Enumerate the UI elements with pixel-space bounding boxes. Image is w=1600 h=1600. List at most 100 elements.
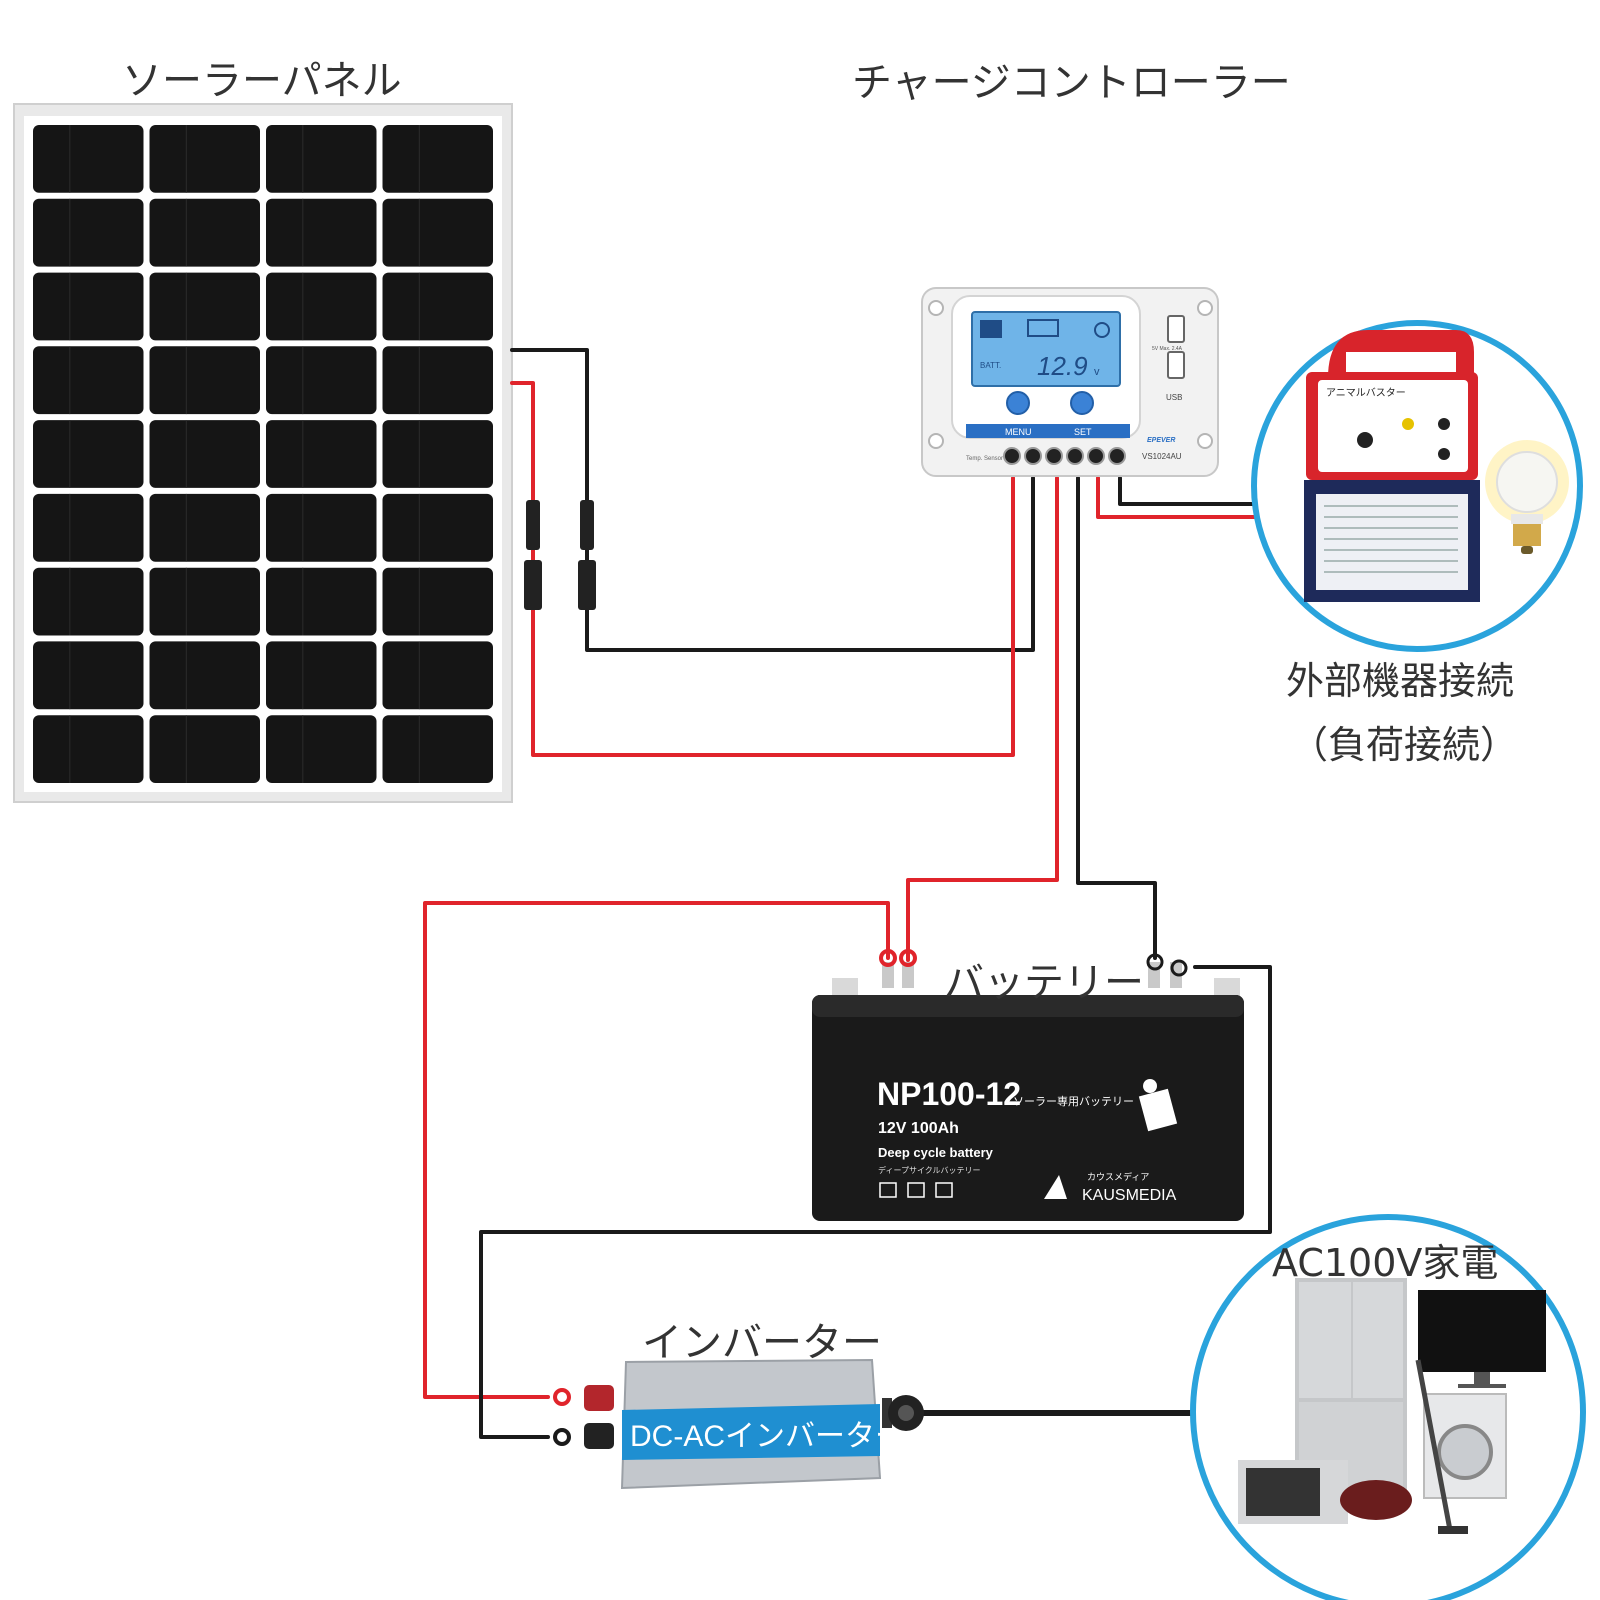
controller-terminal (1003, 447, 1021, 465)
controller-voltage-unit: v (1094, 366, 1100, 378)
solar-cell (266, 420, 377, 488)
load-device-sticker (1324, 505, 1458, 573)
tv-icon (1418, 1290, 1546, 1372)
solar-cell (266, 346, 377, 415)
battery-type-en: Deep cycle battery (878, 1145, 994, 1160)
battery-model-suffix: ソーラー専用バッテリー (1013, 1095, 1134, 1108)
inverter-label: インバーター (642, 1320, 882, 1366)
battery-label: バッテリー (944, 960, 1144, 1006)
solar-cell (33, 346, 144, 415)
solar-cell (266, 493, 377, 562)
controller-lcd (971, 311, 1121, 387)
inverter-negative-terminal (584, 1423, 614, 1449)
solar-cell (149, 272, 260, 341)
controller-brand: EPEVER (1147, 437, 1175, 444)
battery-maker-kana: カウスメディア (1087, 1171, 1149, 1182)
robot-vacuum-icon (1340, 1480, 1412, 1520)
solar-cell (149, 198, 260, 267)
temp-sensor-label: Temp. Sensor (966, 456, 1003, 462)
panel-positive-wire (510, 381, 1015, 757)
solar-cell (149, 641, 260, 710)
solar-cell (266, 641, 377, 710)
solar-cell (266, 567, 377, 636)
solar-cell (33, 567, 144, 636)
controller-terminal (1087, 447, 1105, 465)
solar-cell (382, 420, 493, 488)
external-device-label: 外部機器接続 (1286, 659, 1515, 703)
inverter-positive-terminal (584, 1385, 614, 1411)
load-device-circle: アニマルバスター (1251, 320, 1583, 652)
solar-cell (382, 567, 493, 636)
solar-cell (33, 641, 144, 710)
solar-cell (149, 346, 260, 415)
solar-cell (33, 420, 144, 488)
controller-voltage-readout: 12.9 (1037, 351, 1088, 381)
panel-negative-wire (510, 348, 1035, 652)
charge-controller-label: チャージコントローラー (852, 60, 1291, 106)
solar-cell (33, 493, 144, 562)
controller-terminal (1045, 447, 1063, 465)
solar-cell (266, 272, 377, 341)
usb-port-2 (1167, 351, 1185, 379)
solar-cell (33, 715, 144, 783)
usb-port-1 (1167, 315, 1185, 343)
battery-model: NP100-12 (877, 1076, 1021, 1112)
battery-terminals (879, 949, 1188, 988)
solar-cell (266, 715, 377, 783)
solar-cell (149, 420, 260, 488)
controller-set-button[interactable] (1070, 391, 1094, 415)
battery-positive-wire (906, 476, 1059, 962)
solar-cell (33, 272, 144, 341)
certification-icons (879, 1182, 953, 1198)
controller-terminal (1108, 447, 1126, 465)
solar-cell (149, 567, 260, 636)
ac-outlet-plug-icon (882, 1395, 924, 1431)
inverter-unit: DC-ACインバーター (553, 1358, 924, 1490)
solar-cell (33, 125, 144, 193)
wiring (423, 348, 1272, 1439)
ac-appliances-label: AC100V家電 (1272, 1241, 1499, 1285)
light-bulb-icon (1485, 440, 1569, 554)
usb-spec: 5V Max. 2.4A (1152, 346, 1183, 352)
solar-cell (149, 493, 260, 562)
load-positive-wire (1096, 476, 1264, 519)
solar-cell (382, 125, 493, 193)
controller-set-label: SET (1074, 427, 1092, 437)
solar-panel-label: ソーラーパネル (122, 58, 402, 104)
solar-cell (382, 493, 493, 562)
solar-cell (382, 198, 493, 267)
controller-menu-label: MENU (1005, 427, 1032, 437)
load-device-name: アニマルバスター (1326, 387, 1406, 399)
solar-cell (149, 715, 260, 783)
solar-cell (149, 125, 260, 193)
controller-batt-label: BATT. (980, 361, 1001, 370)
stick-vacuum-icon (1415, 1359, 1453, 1531)
load-negative-wire (1118, 476, 1264, 506)
load-device-handle (1328, 330, 1474, 400)
controller-terminal (1024, 447, 1042, 465)
solar-cell (382, 346, 493, 415)
usb-label: USB (1166, 393, 1182, 402)
battery-body (812, 995, 1244, 1221)
battery-maker: KAUSMEDIA (1082, 1187, 1177, 1204)
battery-negative-wire (1076, 476, 1157, 960)
battery-rating: 12V 100Ah (878, 1120, 959, 1137)
solar-cell (266, 198, 377, 267)
inverter-body-label: DC-ACインバーター (630, 1420, 905, 1453)
charge-controller: BATT. 12.9 v MENU SET EPEVER VS1024AU 5V… (921, 287, 1219, 477)
inverter-negative-wire (479, 965, 1272, 1439)
solar-panel (13, 103, 513, 803)
controller-menu-button[interactable] (1006, 391, 1030, 415)
ac-appliances-circle (1190, 1214, 1586, 1600)
controller-terminal (1066, 447, 1084, 465)
kausmedia-logo-icon (1044, 1175, 1067, 1199)
mc4-connectors (524, 500, 596, 610)
solar-cell (382, 272, 493, 341)
battery-type-jp: ディープサイクルバッテリー (878, 1165, 981, 1175)
solar-cell-icon (1138, 1079, 1178, 1132)
load-connection-label: （負荷接続） (1290, 723, 1519, 767)
solar-cell (382, 715, 493, 783)
inverter-positive-wire (423, 901, 890, 1399)
solar-cell (266, 125, 377, 193)
